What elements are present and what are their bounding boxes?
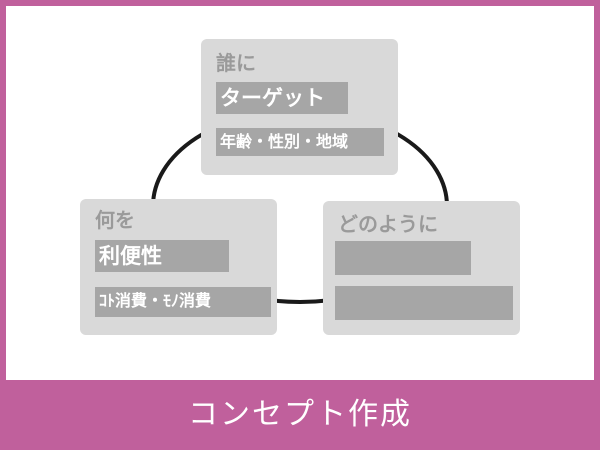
what-item-convenience: 利便性	[95, 240, 229, 272]
how-card: どのように	[323, 201, 520, 335]
what-title: 何を	[95, 208, 135, 232]
how-item-placeholder-1	[335, 241, 471, 275]
diagram-canvas: 誰に ターゲット 年齢・性別・地域 何を 利便性 ｺﾄ消費・ﾓﾉ消費 どのように	[6, 6, 594, 380]
what-item-consumption: ｺﾄ消費・ﾓﾉ消費	[95, 287, 271, 317]
how-title: どのように	[338, 212, 438, 236]
what-card: 何を 利便性 ｺﾄ消費・ﾓﾉ消費	[80, 199, 277, 335]
who-title: 誰に	[216, 51, 256, 75]
footer-title: コンセプト作成	[188, 397, 412, 432]
who-card: 誰に ターゲット 年齢・性別・地域	[201, 39, 398, 175]
who-item-demographics: 年齢・性別・地域	[216, 128, 384, 156]
how-item-placeholder-2	[335, 286, 513, 320]
who-item-target: ターゲット	[216, 82, 348, 114]
